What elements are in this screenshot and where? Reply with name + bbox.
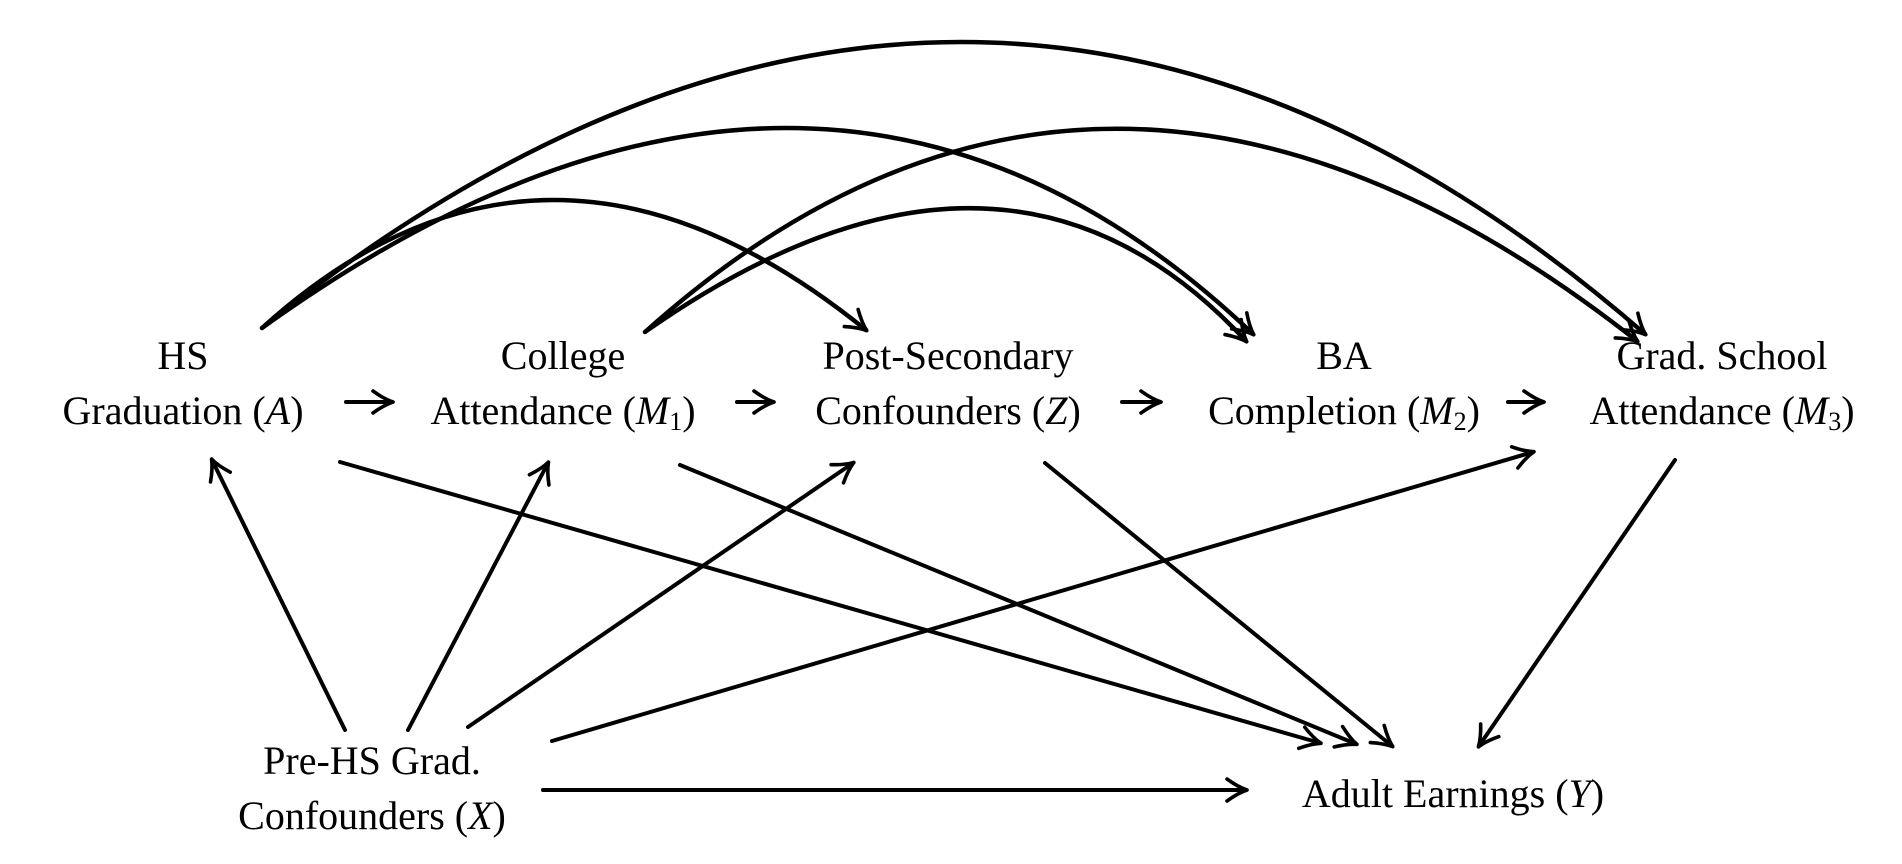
node-ba-completion-line2: Completion (M2) <box>1208 388 1480 436</box>
var-M2: M <box>1420 388 1454 433</box>
node-grad-school-attendance: Grad. School Attendance (M3) <box>1589 328 1854 438</box>
edge-A-Y <box>338 460 1323 751</box>
node-college-attendance-line2: Attendance (M1) <box>430 388 696 436</box>
edge-X-A <box>208 457 347 732</box>
node-pre-hs-confounders-line1: Pre-HS Grad. <box>263 738 481 783</box>
node-college-attendance-line1: College <box>500 333 626 378</box>
var-Y: Y <box>1568 771 1591 816</box>
edge-A-Z <box>259 197 869 333</box>
node-hs-graduation-line2: Graduation (A) <box>62 388 304 433</box>
node-pre-hs-confounders-line2: Confounders (X) <box>238 793 506 838</box>
edge-M1-M3 <box>642 126 1640 344</box>
edge-M3-Y <box>1476 458 1677 749</box>
edge-A-M3 <box>259 39 1648 337</box>
var-M1: M <box>635 388 670 433</box>
edge-A-M2 <box>259 125 1256 337</box>
node-college-attendance: College Attendance (M1) <box>430 328 695 438</box>
node-ba-completion-line1: BA <box>1316 333 1372 378</box>
node-adult-earnings: Adult Earnings (Y) <box>1302 766 1604 821</box>
var-A: A <box>265 388 291 433</box>
edge-M1-M2 <box>642 206 1249 344</box>
node-post-secondary-confounders-line1: Post-Secondary <box>822 333 1074 378</box>
var-M3: M <box>1794 388 1829 433</box>
edge-X-M1 <box>406 460 551 732</box>
edge-X-Z <box>466 460 856 729</box>
node-hs-graduation-line1: HS <box>157 333 209 378</box>
node-adult-earnings-line1: Adult Earnings (Y) <box>1301 771 1605 816</box>
node-post-secondary-confounders-line2: Confounders (Z) <box>815 388 1081 433</box>
node-grad-school-attendance-line1: Grad. School <box>1616 333 1828 378</box>
node-grad-school-attendance-line2: Attendance (M3) <box>1589 388 1855 436</box>
edge-M1-Y <box>678 463 1359 749</box>
node-ba-completion: BA Completion (M2) <box>1208 328 1480 438</box>
var-X: X <box>468 793 493 838</box>
var-Z: Z <box>1045 388 1068 433</box>
node-hs-graduation: HS Graduation (A) <box>62 328 303 438</box>
node-post-secondary-confounders: Post-Secondary Confounders (Z) <box>815 328 1081 438</box>
edge-Z-Y <box>1043 461 1395 749</box>
edge-X-M3 <box>550 445 1536 743</box>
node-pre-hs-confounders: Pre-HS Grad. Confounders (X) <box>238 733 506 843</box>
